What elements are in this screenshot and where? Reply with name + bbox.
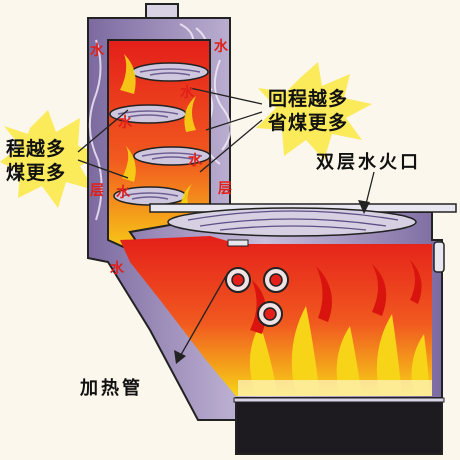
water-mark-2: 水 <box>214 39 228 55</box>
water-mark-1: 水 <box>90 43 104 59</box>
baffles <box>109 62 211 206</box>
outlet-arrowhead <box>358 200 370 214</box>
ash-pit-outline <box>233 397 445 403</box>
door-handle <box>433 241 445 273</box>
label-right-line1: 回程越多 <box>268 88 349 110</box>
water-mark-6: 水 <box>116 185 130 201</box>
water-mark-3: 水 <box>180 85 194 101</box>
water-mark-5: 水 <box>188 153 202 169</box>
label-left-line1: 程越多 <box>6 138 67 160</box>
outlet-disc <box>167 207 417 237</box>
label-right-line2: 省煤更多 <box>268 112 349 134</box>
pipe-arrowhead <box>174 350 186 364</box>
heating-pipes <box>225 267 289 327</box>
flue-flames <box>120 54 196 212</box>
label-outlet: 双层水火口 <box>316 152 421 173</box>
fire-base <box>238 380 432 396</box>
baffle-swirls <box>117 68 203 200</box>
pipe-bracket <box>227 239 249 247</box>
label-left-line2: 煤更多 <box>6 162 67 184</box>
water-mark-4: 水 <box>118 115 132 131</box>
starburst-right <box>256 62 372 160</box>
layer-mark-2: 层 <box>218 181 232 197</box>
layer-mark-1: 层 <box>90 183 104 199</box>
outlet-swirls <box>187 210 399 231</box>
fire-tongues <box>249 306 430 396</box>
ash-pit <box>235 399 443 455</box>
callout-lines <box>77 87 375 361</box>
label-heating-pipe: 加热管 <box>80 378 143 399</box>
water-mark-7: 水 <box>110 261 124 277</box>
starburst-left <box>0 110 104 208</box>
